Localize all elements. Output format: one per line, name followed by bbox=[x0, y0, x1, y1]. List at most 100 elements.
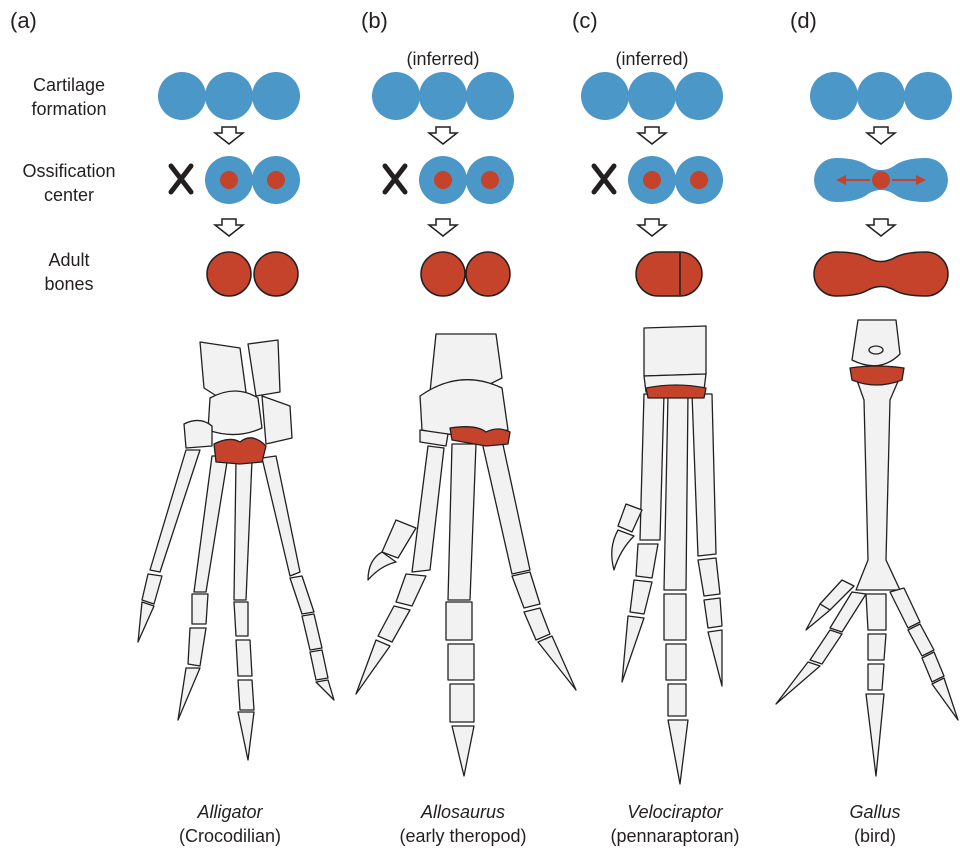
row-label-adult: Adult bones bbox=[4, 248, 134, 296]
phalanx bbox=[446, 602, 472, 640]
inferred-note-b: (inferred) bbox=[393, 47, 493, 71]
distal-tarsal-highlight bbox=[646, 385, 706, 398]
caption-d: Gallus (bird) bbox=[810, 800, 940, 848]
phalanx bbox=[922, 652, 944, 682]
down-arrow-icon bbox=[215, 127, 243, 144]
panel-label-c: (c) bbox=[572, 8, 598, 34]
row-label-cartilage: Cartilage formation bbox=[4, 73, 134, 121]
cartilage-disc bbox=[904, 72, 952, 120]
phalanx bbox=[450, 684, 474, 722]
ossification-center bbox=[267, 171, 285, 189]
cartilage-disc bbox=[419, 72, 467, 120]
cartilage-disc bbox=[810, 72, 858, 120]
panel-a-schematic bbox=[158, 72, 300, 296]
tibiotarsus-bone bbox=[852, 320, 900, 366]
phalanx bbox=[310, 650, 328, 680]
phalanx bbox=[524, 608, 550, 640]
cartilage-disc bbox=[628, 72, 676, 120]
claw bbox=[668, 720, 688, 784]
phalanx bbox=[868, 634, 886, 660]
cartilage-disc bbox=[158, 72, 206, 120]
claw bbox=[866, 694, 884, 776]
distal-tarsal-highlight bbox=[450, 427, 510, 446]
cartilage-disc bbox=[205, 72, 253, 120]
metatarsal bbox=[664, 394, 688, 590]
genus-name: Alligator bbox=[150, 800, 310, 824]
down-arrow-icon bbox=[215, 219, 243, 236]
phalanx bbox=[396, 574, 426, 606]
ossification-center bbox=[434, 171, 452, 189]
caption-b: Allosaurus (early theropod) bbox=[378, 800, 548, 848]
fused-adult-bone bbox=[636, 252, 702, 296]
phalanx bbox=[666, 644, 686, 680]
claw bbox=[932, 678, 958, 720]
proximal-tarsal bbox=[184, 420, 212, 448]
phalanx bbox=[188, 628, 206, 666]
claw bbox=[538, 636, 576, 690]
genus-name: Gallus bbox=[810, 800, 940, 824]
hallux bbox=[618, 504, 642, 532]
phalanx bbox=[868, 664, 884, 690]
panel-b-schematic bbox=[372, 72, 514, 296]
metatarsal bbox=[262, 456, 300, 576]
panel-label-b: (b) bbox=[361, 8, 388, 34]
metatarsal bbox=[194, 456, 228, 592]
phalanx bbox=[192, 594, 208, 624]
adult-bone bbox=[254, 252, 298, 296]
cartilage-disc bbox=[372, 72, 420, 120]
fibula-bone bbox=[248, 340, 280, 396]
panel-label-a: (a) bbox=[10, 8, 37, 34]
phalanx bbox=[664, 594, 686, 640]
velociraptor-foot-illustration bbox=[612, 326, 722, 784]
tarsometatarsus-bone bbox=[854, 372, 902, 590]
phalanx bbox=[668, 684, 686, 716]
down-arrow-icon bbox=[638, 219, 666, 236]
genus-name: Allosaurus bbox=[378, 800, 548, 824]
inferred-note-c: (inferred) bbox=[602, 47, 702, 71]
phalanx bbox=[378, 606, 410, 642]
absent-x-icon bbox=[171, 166, 191, 192]
claw bbox=[356, 640, 390, 694]
gallus-foot-illustration bbox=[776, 320, 958, 776]
claw bbox=[622, 616, 644, 682]
caption-c: Velociraptor (pennaraptoran) bbox=[590, 800, 760, 848]
panel-c-schematic bbox=[581, 72, 723, 296]
metatarsal bbox=[448, 444, 476, 600]
phalanx bbox=[302, 614, 322, 650]
claw bbox=[238, 712, 254, 760]
claw bbox=[316, 680, 334, 700]
phalanx bbox=[890, 588, 920, 628]
adult-bone bbox=[466, 252, 510, 296]
cartilage-disc bbox=[675, 72, 723, 120]
ossification-center bbox=[481, 171, 499, 189]
distal-tarsal-highlight bbox=[850, 366, 904, 385]
alligator-foot-illustration bbox=[138, 340, 334, 760]
group-name: (bird) bbox=[810, 824, 940, 848]
absent-x-icon bbox=[385, 166, 405, 192]
calcaneum-bone bbox=[262, 396, 292, 444]
cartilage-disc bbox=[252, 72, 300, 120]
claw bbox=[452, 726, 474, 776]
down-arrow-icon bbox=[638, 127, 666, 144]
claw bbox=[708, 630, 722, 686]
cartilage-disc bbox=[857, 72, 905, 120]
metatarsal bbox=[150, 450, 200, 572]
down-arrow-icon bbox=[867, 127, 895, 144]
metatarsal bbox=[482, 440, 530, 574]
claw bbox=[776, 662, 820, 704]
phalanx bbox=[236, 640, 252, 676]
cartilage-disc bbox=[581, 72, 629, 120]
phalanx bbox=[512, 572, 540, 608]
phalanx bbox=[238, 680, 254, 710]
row-label-ossification: Ossification center bbox=[4, 159, 134, 207]
phalanx bbox=[636, 544, 658, 578]
phalanx bbox=[448, 644, 474, 680]
astragalus-bone bbox=[208, 391, 262, 435]
panel-label-d: (d) bbox=[790, 8, 817, 34]
phalanx bbox=[866, 594, 886, 630]
cartilage-disc bbox=[466, 72, 514, 120]
down-arrow-icon bbox=[429, 219, 457, 236]
group-name: (early theropod) bbox=[378, 824, 548, 848]
ossification-center bbox=[643, 171, 661, 189]
